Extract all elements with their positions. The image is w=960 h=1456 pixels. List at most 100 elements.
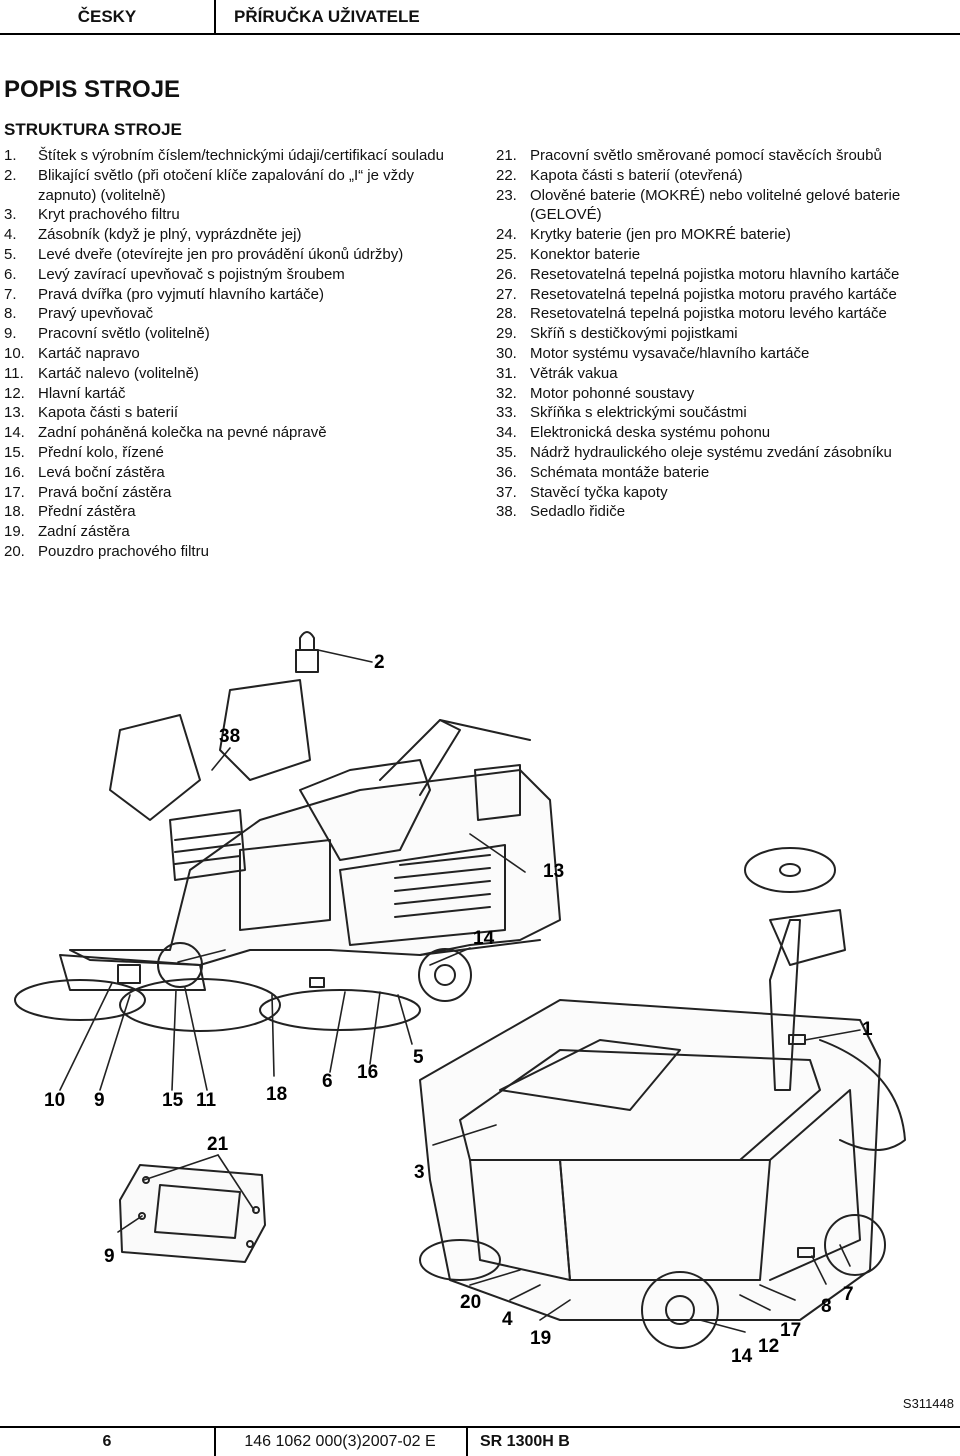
item-number: 1. — [4, 147, 17, 164]
item-number: 13. — [4, 404, 25, 422]
callout-12: 12 — [758, 1336, 779, 1357]
item-number: 38. — [496, 503, 517, 521]
item-text: Blikající světlo (při otočení klíče zapa… — [38, 166, 414, 204]
item-text: Štítek s výrobním číslem/technickými úda… — [38, 147, 444, 164]
item-text: Konektor baterie — [530, 245, 641, 263]
callout-17: 17 — [780, 1320, 801, 1341]
item-text: Levý zavírací upevňovač s pojistným šrou… — [38, 265, 345, 283]
item-text: Kartáč napravo — [38, 344, 140, 362]
item-text: Nádrž hydraulického oleje systému zvedán… — [530, 443, 892, 461]
item-number: 9. — [4, 325, 17, 343]
item-text: Pracovní světlo (volitelně) — [38, 325, 210, 343]
item-number: 35. — [496, 443, 517, 461]
item-text: Pracovní světlo směrované pomocí stavěcí… — [530, 147, 882, 164]
item-number: 19. — [4, 523, 25, 541]
callout-numbers: 2 38 13 14 1 10 9 15 11 18 6 16 5 21 3 9… — [44, 652, 873, 1367]
item-text: Levé dveře (otevírejte jen pro provádění… — [38, 245, 404, 263]
item-text: Zadní zástěra — [38, 523, 130, 541]
item-text: Sedadlo řidiče — [530, 503, 626, 521]
item-number: 27. — [496, 285, 517, 303]
list-item: 32. Motor pohonné soustavy — [496, 384, 956, 404]
item-number: 25. — [496, 245, 517, 263]
item-number: 20. — [4, 542, 25, 560]
item-number: 28. — [496, 305, 517, 323]
list-item: 27.Resetovatelná tepelná pojistka motoru… — [496, 285, 956, 305]
list-item: 5. Levé dveře (otevírejte jen pro provádě… — [4, 245, 464, 265]
item-text: Resetovatelná tepelná pojistka motoru hl… — [530, 265, 900, 283]
list-item: 12.Hlavní kartáč — [4, 384, 464, 404]
item-text: Kartáč nalevo (volitelně) — [38, 364, 199, 382]
item-text: Levá boční zástěra — [38, 463, 165, 481]
list-item: 1. Štítek s výrobním číslem/technickými ú… — [4, 146, 464, 166]
item-number: 5. — [4, 245, 17, 263]
list-item: 38. Sedadlo řidiče — [496, 502, 956, 522]
page-footer: 6 146 1062 000(3)2007-02 E SR 1300H B — [0, 1426, 960, 1456]
header-title: PŘÍRUČKA UŽIVATELE — [234, 7, 420, 26]
list-item: 17.Pravá boční zástěra — [4, 483, 464, 503]
list-item: 28. Resetovatelná tepelná pojistka motoru… — [496, 304, 956, 324]
callout-14: 14 — [473, 928, 495, 949]
list-item: 6.Levý zavírací upevňovač s pojistným šr… — [4, 265, 464, 285]
item-text: Motor pohonné soustavy — [530, 384, 695, 402]
list-item: 20. Pouzdro prachového filtru — [4, 542, 464, 562]
item-number: 8. — [4, 305, 17, 323]
page-header: ČESKY PŘÍRUČKA UŽIVATELE — [0, 0, 960, 35]
list-item: 4.Zásobník (když je plný, vyprázdněte je… — [4, 225, 464, 245]
item-text: Olověné baterie (MOKRÉ) nebo volitelné g… — [530, 186, 901, 224]
list-item: 7.Pravá dvířka (pro vyjmutí hlavního kar… — [4, 285, 464, 305]
footer-doc-number: 146 1062 000(3)2007-02 E — [214, 1428, 468, 1456]
callout-3: 3 — [414, 1162, 425, 1183]
page-title: POPIS STROJE — [4, 76, 181, 103]
list-item: 8. Pravý upevňovač — [4, 304, 464, 324]
list-item: 36.Schémata montáže baterie — [496, 463, 956, 483]
list-item: 3.Kryt prachového filtru — [4, 205, 464, 225]
list-item: 24.Krytky baterie (jen pro MOKRÉ baterie… — [496, 225, 956, 245]
list-item: 23.Olověné baterie (MOKRÉ) nebo voliteln… — [496, 186, 956, 226]
item-number: 24. — [496, 226, 517, 244]
item-number: 2. — [4, 166, 17, 184]
callout-16: 16 — [357, 1062, 378, 1083]
callout-11: 11 — [196, 1090, 217, 1111]
item-number: 34. — [496, 424, 517, 442]
item-text: Motor systému vysavače/hlavního kartáče — [530, 344, 810, 362]
item-text: Skříňka s elektrickými součástmi — [530, 404, 747, 422]
figure-reference-code: S311448 — [902, 1396, 954, 1411]
item-number: 21. — [496, 147, 517, 164]
list-item: 10. Kartáč napravo — [4, 344, 464, 364]
machine-front-view — [14, 631, 561, 1032]
callout-1: 1 — [862, 1019, 873, 1040]
list-item: 11. Kartáč nalevo (volitelně) — [4, 364, 464, 384]
list-item: 22.Kapota části s baterií (otevřená) — [496, 166, 956, 186]
list-item: 16.Levá boční zástěra — [4, 463, 464, 483]
callout-7: 7 — [843, 1284, 854, 1305]
list-item: 34. Elektronická deska systému pohonu — [496, 423, 956, 443]
callout-18: 18 — [266, 1084, 287, 1105]
list-item: 30.Motor systému vysavače/hlavního kartá… — [496, 344, 956, 364]
item-text: Elektronická deska systému pohonu — [530, 424, 771, 442]
item-text: Kapota části s baterií (otevřená) — [530, 166, 743, 184]
item-text: Resetovatelná tepelná pojistka motoru le… — [530, 305, 887, 323]
item-number: 18. — [4, 503, 25, 521]
callout-21: 21 — [207, 1134, 229, 1155]
item-text: Skříň s destičkovými pojistkami — [530, 325, 738, 343]
machine-diagram: 2 38 13 14 1 10 9 15 11 18 6 16 5 21 3 9… — [0, 620, 960, 1380]
item-text: Pouzdro prachového filtru — [38, 542, 209, 560]
item-text: Přední zástěra — [38, 503, 136, 521]
item-number: 17. — [4, 483, 25, 501]
item-number: 29. — [496, 325, 517, 343]
item-text: Pravá dvířka (pro vyjmutí hlavního kartá… — [38, 285, 324, 303]
item-number: 11. — [4, 364, 24, 382]
item-text: Schémata montáže baterie — [530, 463, 710, 481]
item-number: 4. — [4, 226, 17, 244]
item-text: Hlavní kartáč — [38, 384, 126, 402]
list-item: 15.Přední kolo, řízené — [4, 443, 464, 463]
item-text: Zadní poháněná kolečka na pevné nápravě — [38, 424, 327, 442]
list-item: 31.Větrák vakua — [496, 364, 956, 384]
item-text: Větrák vakua — [530, 364, 618, 382]
item-number: 32. — [496, 384, 517, 402]
list-item: 37.Stavěcí tyčka kapoty — [496, 483, 956, 503]
item-text: Přední kolo, řízené — [38, 443, 164, 461]
item-text: Kapota části s baterií — [38, 404, 179, 422]
item-text: Pravý upevňovač — [38, 305, 154, 323]
item-number: 10. — [4, 344, 25, 362]
